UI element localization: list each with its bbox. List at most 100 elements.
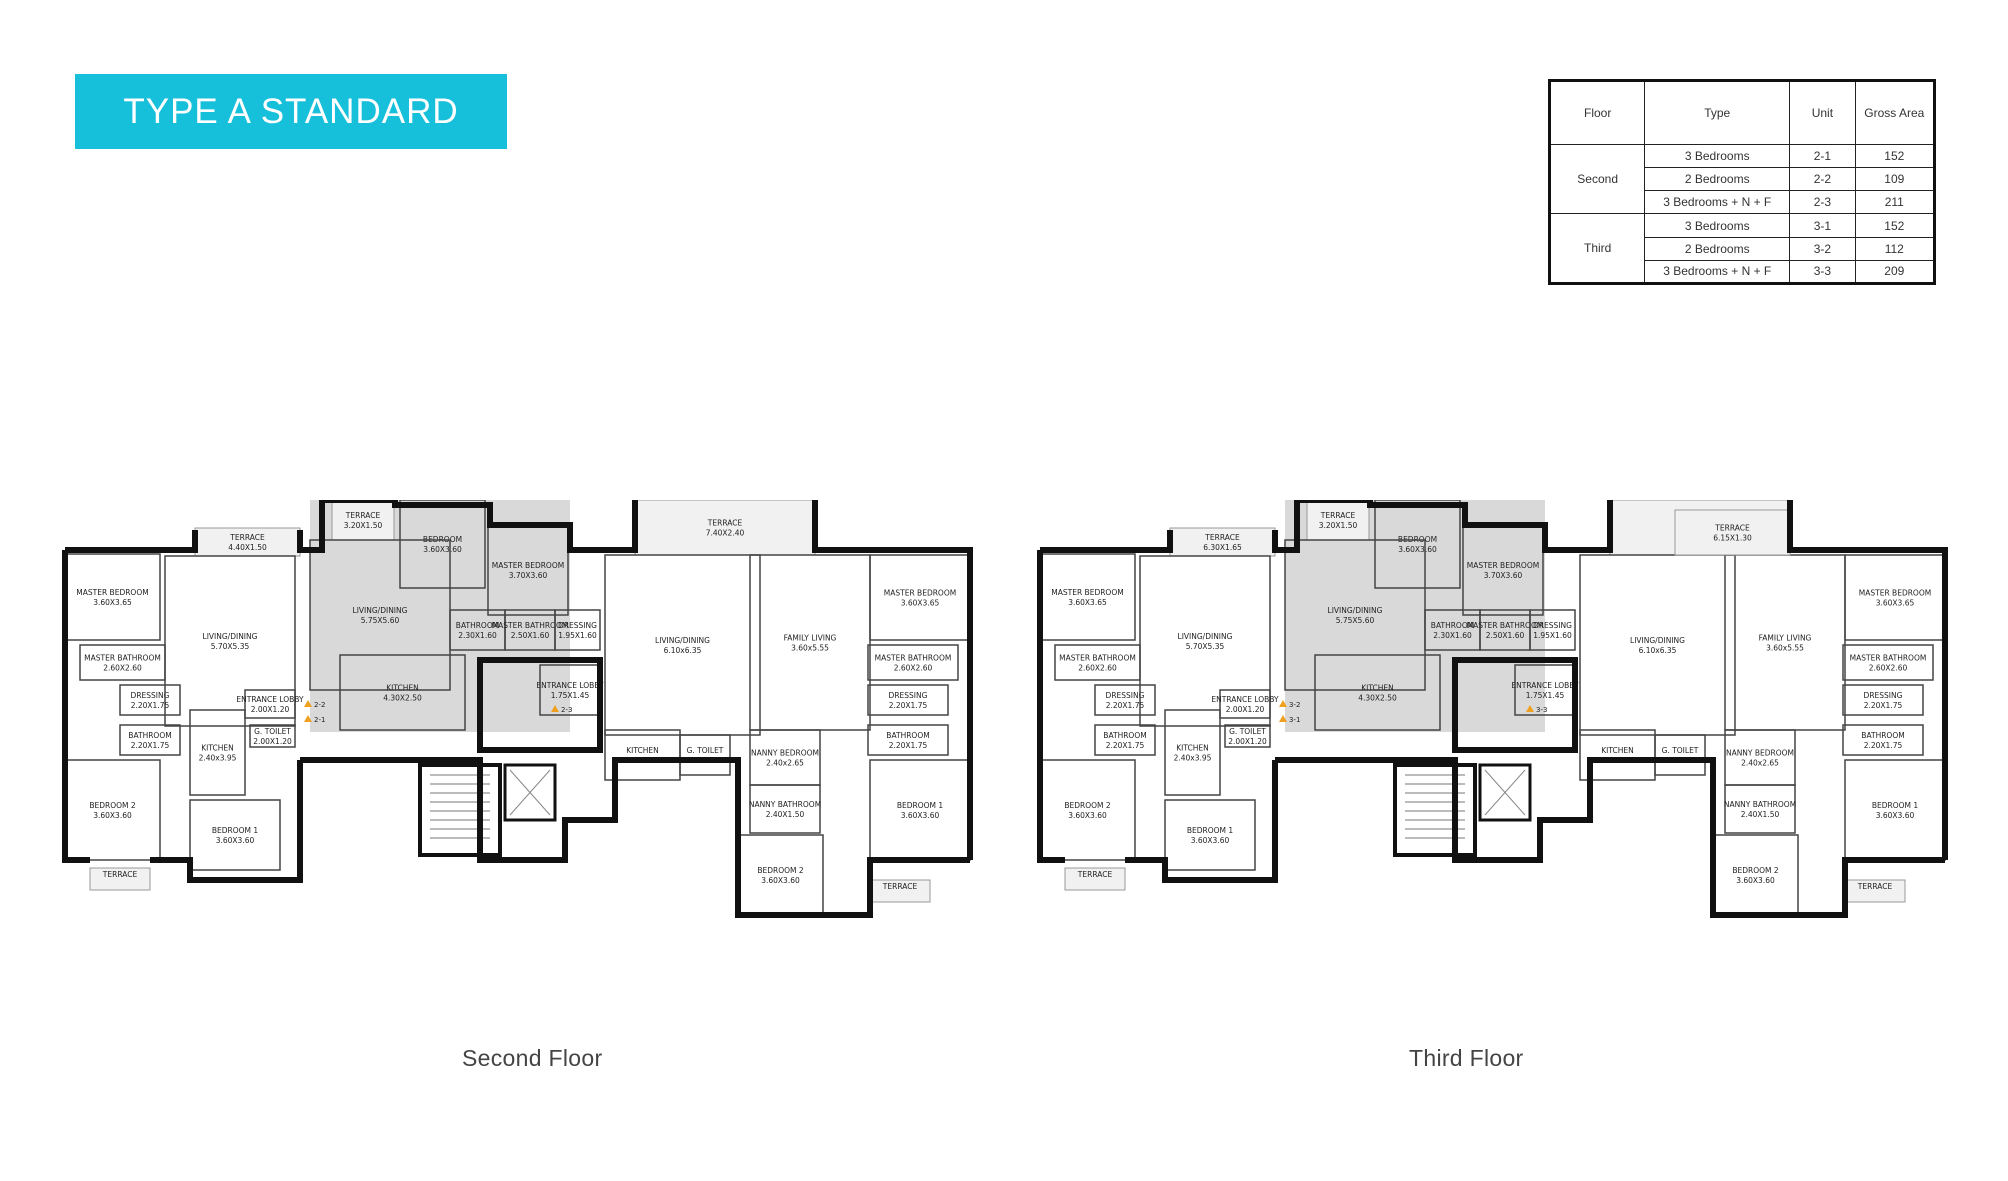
header-unit: Unit	[1789, 80, 1856, 145]
unit-cell: 3-1	[1789, 213, 1856, 238]
room-name: DRESSING	[1106, 691, 1145, 700]
area-cell: 211	[1854, 190, 1936, 215]
room-r7: TERRACE	[1064, 867, 1126, 891]
area-cell: 152	[1854, 213, 1936, 238]
room-dimension: 3.60X3.60	[901, 811, 940, 820]
room-name: LIVING/DINING	[203, 632, 258, 641]
room-dimension: 2.00X1.20	[1228, 737, 1267, 746]
exterior-wall	[812, 500, 973, 860]
room-name: TERRACE	[707, 519, 743, 528]
room-r29: BEDROOM 23.60X3.60	[737, 834, 824, 916]
room-name: BEDROOM 1	[897, 801, 944, 810]
room-name: BATHROOM	[886, 731, 929, 740]
room-name: ENTRANCE LOBBY	[236, 695, 304, 704]
room-dimension: 2.50X1.60	[511, 631, 550, 640]
room-r35: TERRACE	[869, 879, 931, 903]
room-r29: BEDROOM 23.60X3.60	[1712, 834, 1799, 916]
room-name: KITCHEN	[201, 744, 234, 753]
room-name: KITCHEN	[386, 684, 419, 693]
exterior-wall	[1787, 500, 1948, 860]
room-name: TERRACE	[229, 533, 265, 542]
room-name: LIVING/DINING	[1178, 632, 1233, 641]
room-dimension: 3.60X3.60	[1876, 811, 1915, 820]
header-floor: Floor	[1548, 80, 1646, 145]
unit-cell: 2-3	[1789, 190, 1856, 215]
room-dimension: 2.00X1.20	[1226, 705, 1265, 714]
room-name: MASTER BATHROOM	[875, 654, 952, 663]
room-name: MASTER BEDROOM	[1467, 561, 1539, 570]
room-dimension: 2.60X2.60	[894, 664, 933, 673]
room-name: LIVING/DINING	[655, 636, 710, 645]
unit-cell: 3-2	[1789, 236, 1856, 261]
room-name: KITCHEN	[1601, 746, 1634, 755]
page-title-banner: TYPE A STANDARD	[75, 74, 507, 149]
room-name: TERRACE	[1320, 511, 1356, 520]
room-dimension: 2.60X2.60	[1078, 664, 1117, 673]
room-dimension: 2.20X1.75	[131, 701, 170, 710]
floor-cell: Second	[1548, 143, 1646, 215]
type-cell: 2 Bedrooms	[1644, 236, 1791, 261]
room-name: ENTRANCE LOBBY	[1511, 681, 1579, 690]
room-r34: BEDROOM 13.60X3.60	[869, 759, 971, 861]
exterior-wall	[1037, 550, 1278, 883]
room-name: TERRACE	[345, 511, 381, 520]
exterior-wall	[65, 500, 638, 553]
caption-second-floor: Second Floor	[462, 1045, 603, 1071]
table-row: Second 3 Bedrooms 2-1 152	[1548, 143, 1936, 215]
room-dimension: 2.30X1.60	[1433, 631, 1472, 640]
room-r34: BEDROOM 13.60X3.60	[1844, 759, 1946, 861]
room-name: G. TOILET	[687, 746, 724, 755]
room-dimension: 3.70X3.60	[509, 571, 548, 580]
room-name: KITCHEN	[1176, 744, 1209, 753]
type-cell: 3 Bedrooms	[1644, 213, 1791, 238]
room-name: ENTRANCE LOBBY	[536, 681, 604, 690]
room-dimension: 2.00X1.20	[253, 737, 292, 746]
unit-tag-label: 2-3	[561, 706, 572, 714]
room-dimension: 3.60X3.60	[1736, 876, 1775, 885]
room-name: TERRACE	[1077, 870, 1113, 879]
room-name: MASTER BEDROOM	[884, 589, 956, 598]
table-header-row: Floor Type Unit Gross Area	[1548, 80, 1936, 145]
room-dimension: 3.60X3.65	[901, 599, 940, 608]
room-name: LIVING/DINING	[1328, 606, 1383, 615]
room-r6: BEDROOM 23.60X3.60	[1039, 759, 1136, 861]
room-dimension: 2.20X1.75	[1106, 741, 1145, 750]
room-name: MASTER BATHROOM	[1059, 654, 1136, 663]
room-dimension: 2.20X1.75	[1864, 701, 1903, 710]
room-name: TERRACE	[882, 882, 918, 891]
exterior-wall	[300, 757, 970, 918]
room-name: TERRACE	[1204, 533, 1240, 542]
room-dimension: 3.60X3.60	[1191, 836, 1230, 845]
unit-tag-label: 3-1	[1289, 716, 1300, 724]
room-r7: TERRACE	[89, 867, 151, 891]
unit-cell: 2-2	[1789, 167, 1856, 192]
table-row: Third 3 Bedrooms 3-1 152	[1548, 213, 1936, 284]
room-name: G. TOILET	[1229, 727, 1266, 736]
room-name: KITCHEN	[626, 746, 659, 755]
header-gross-area: Gross Area	[1854, 80, 1936, 145]
room-dimension: 4.40X1.50	[228, 543, 267, 552]
room-dimension: 1.75X1.45	[1526, 691, 1565, 700]
unit-entrance-tag: 3-2	[1279, 700, 1300, 709]
room-dimension: 3.60X3.65	[1068, 598, 1107, 607]
